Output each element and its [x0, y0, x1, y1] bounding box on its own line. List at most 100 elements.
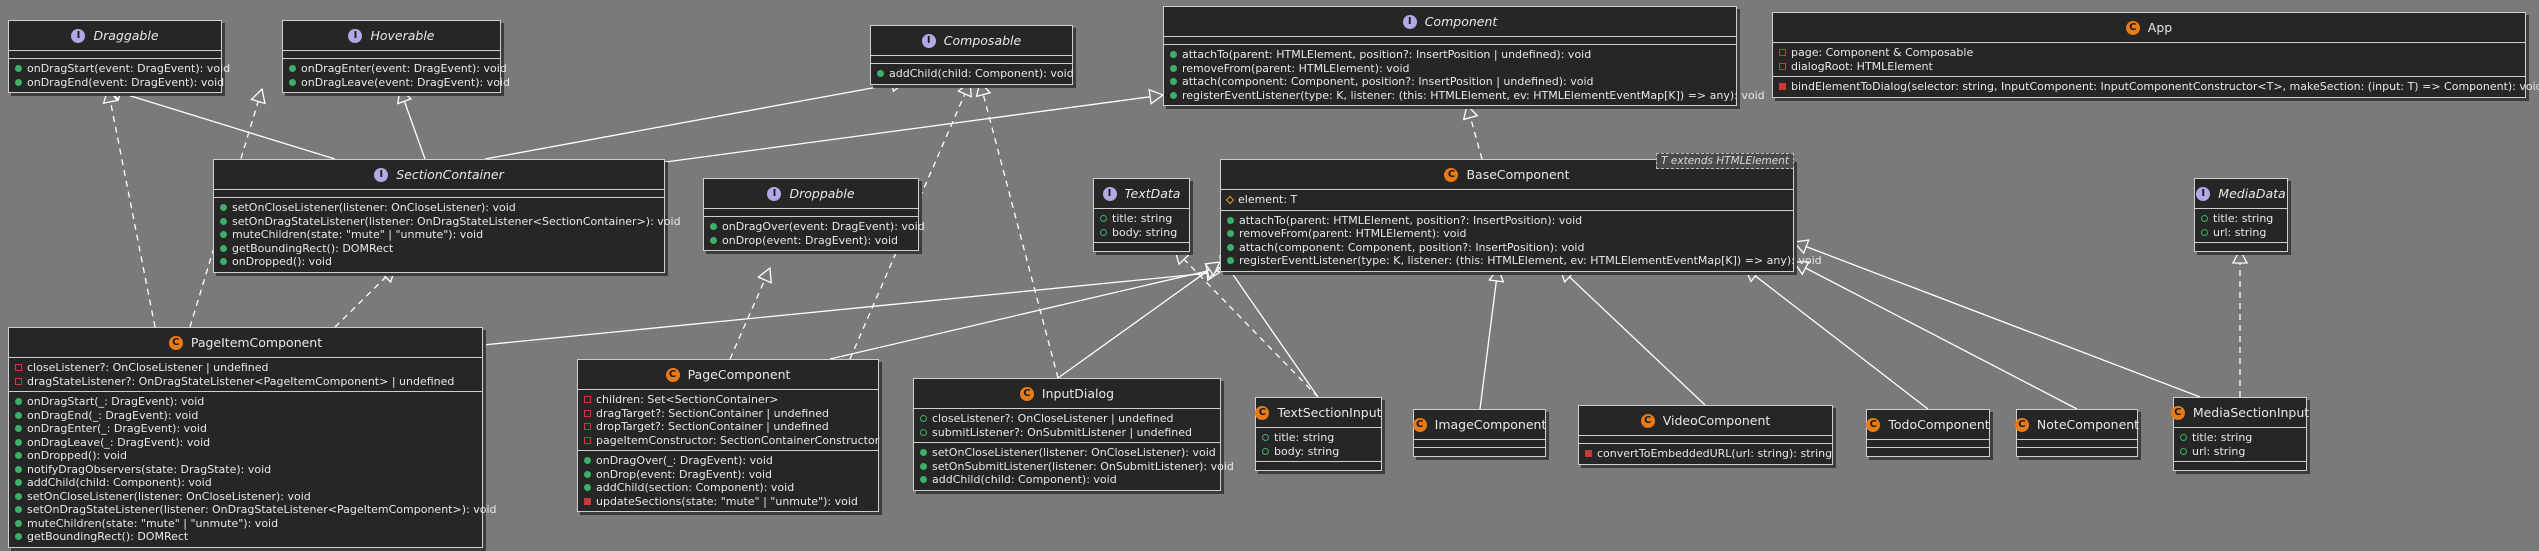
field-text: dropTarget?: SectionContainer | undefine…	[596, 420, 829, 433]
visibility-icon	[584, 497, 591, 505]
visibility-icon	[710, 236, 717, 244]
inheritance-arrowhead	[1488, 266, 1505, 283]
method-row: removeFrom(parent: HTMLElement): void	[1227, 227, 1787, 241]
field-text: children: Set<SectionContainer>	[596, 393, 779, 406]
method-row: bindElementToDialog(selector: string, In…	[1779, 80, 2539, 94]
app-methods: bindElementToDialog(selector: string, In…	[1773, 77, 2539, 97]
method-row: addChild(child: Component): void	[920, 473, 1214, 487]
method-text: onDragStart(event: DragEvent): void	[27, 62, 231, 75]
method-text: addChild(child: Component): void	[889, 67, 1074, 80]
text-data-name: TextData	[1124, 186, 1181, 201]
field-row: title: string	[1262, 431, 1375, 445]
method-text: onDrop(event: DragEvent): void	[596, 467, 772, 481]
field-row: children: Set<SectionContainer>	[584, 393, 872, 407]
visibility-icon	[15, 65, 22, 73]
field-row: dragTarget?: SectionContainer | undefine…	[584, 407, 872, 421]
method-text: setOnCloseListener(listener: OnCloseList…	[232, 201, 516, 214]
relation-todo-component-to-base-component	[1743, 267, 1929, 410]
draggable-name: Draggable	[93, 28, 159, 43]
todo-component-fields	[1867, 440, 1989, 448]
method-text: getBoundingRect(): DOMRect	[232, 241, 394, 255]
relation-page-item-component-to-section-container	[334, 267, 396, 328]
visibility-icon	[1170, 78, 1177, 86]
method-text: convertToEmbeddedURL(url: string): strin…	[1597, 447, 1833, 460]
visibility-icon	[15, 364, 22, 372]
method-row: onDragEnter(event: DragEvent): void	[289, 62, 507, 76]
field-text: title: string	[2213, 212, 2274, 225]
visibility-icon	[2201, 228, 2208, 236]
relation-note-component-to-base-component	[1792, 261, 2078, 410]
draggable-fields	[9, 51, 221, 59]
field-text: body: string	[1112, 225, 1178, 239]
todo-component-methods	[1867, 448, 1989, 456]
inheritance-arrowhead	[957, 80, 972, 98]
visibility-icon	[1170, 64, 1177, 72]
method-row: onDrop(event: DragEvent): void	[584, 468, 872, 482]
field-row: url: string	[2180, 445, 2300, 459]
inheritance-arrowhead	[1148, 88, 1165, 105]
visibility-icon	[877, 70, 884, 78]
relation-line	[657, 96, 1151, 164]
field-text: dragStateListener?: OnDragStateListener<…	[27, 374, 455, 388]
field-text: title: string	[1274, 431, 1335, 444]
component-name: Component	[1424, 14, 1498, 29]
visibility-icon	[1227, 243, 1234, 251]
method-text: registerEventListener(type: K, listener:…	[1239, 254, 1822, 267]
class-icon: C	[2014, 417, 2029, 432]
class-icon: C	[1019, 386, 1034, 401]
method-text: registerEventListener(type: K, listener:…	[1182, 88, 1765, 102]
base-component-methods: attachTo(parent: HTMLElement, position?:…	[1221, 211, 1822, 271]
relation-line	[403, 101, 426, 160]
visibility-icon	[15, 465, 22, 473]
hoverable-name: Hoverable	[370, 28, 435, 43]
field-text: url: string	[2213, 225, 2267, 239]
method-text: onDragEnter(event: DragEvent): void	[301, 62, 507, 75]
relation-line	[982, 94, 1059, 379]
relation-line	[109, 101, 156, 328]
visibility-icon	[1262, 447, 1269, 455]
visibility-icon	[220, 204, 227, 212]
visibility-icon	[1227, 230, 1234, 238]
class-icon: C	[1412, 417, 1427, 432]
relation-line	[1805, 246, 2201, 398]
field-text: url: string	[2192, 444, 2246, 458]
method-text: onDragEnd(_: DragEvent): void	[27, 408, 199, 422]
method-text: onDragEnter(_: DragEvent): void	[27, 422, 207, 435]
field-text: dragTarget?: SectionContainer | undefine…	[596, 406, 829, 420]
visibility-icon	[584, 396, 591, 404]
visibility-icon	[920, 449, 927, 457]
method-text: onDragLeave(_: DragEvent): void	[27, 435, 211, 449]
relation-line	[334, 276, 387, 328]
visibility-icon	[15, 377, 22, 385]
visibility-icon	[1227, 216, 1234, 224]
method-text: addChild(section: Component): void	[596, 481, 795, 494]
interface-icon: I	[767, 186, 782, 201]
field-text: body: string	[1274, 444, 1340, 458]
composable-name: Composable	[943, 33, 1022, 48]
inheritance-arrowhead	[757, 266, 772, 284]
field-text: closeListener?: OnCloseListener | undefi…	[27, 361, 269, 374]
visibility-icon	[15, 479, 22, 487]
method-text: setOnDragStateListener(listener: OnDragS…	[232, 214, 681, 228]
field-text: dialogRoot: HTMLElement	[1791, 59, 1933, 73]
interface-icon: I	[374, 167, 389, 182]
